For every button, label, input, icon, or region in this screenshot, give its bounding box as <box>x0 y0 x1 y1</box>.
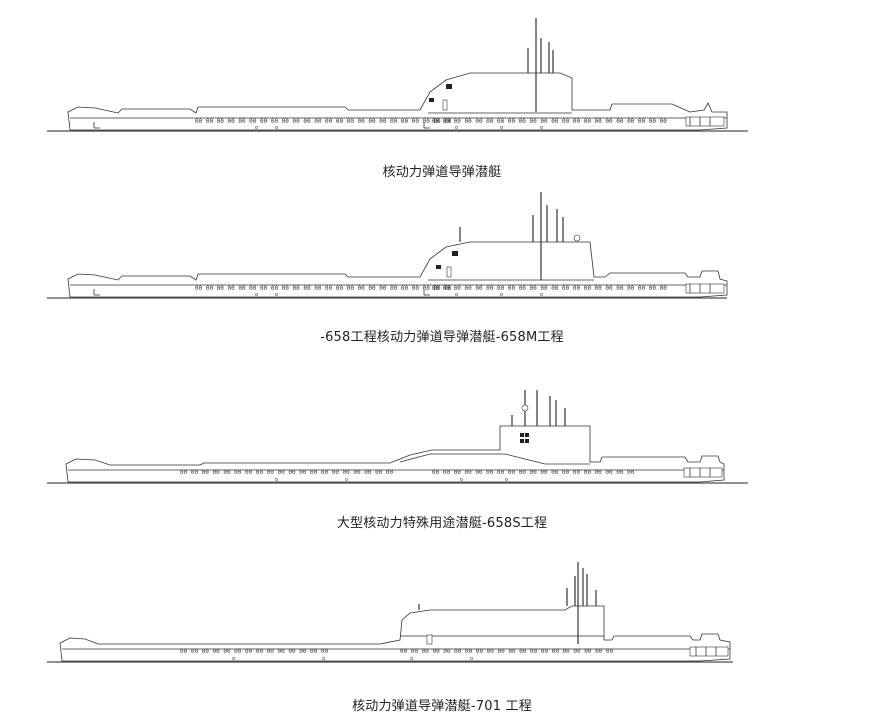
svg-text:o: o <box>505 477 508 483</box>
panel-701: 00 00 00 00 00 00 00 00 00 00 00 00 00 0… <box>0 540 884 717</box>
svg-text:o: o <box>275 292 278 298</box>
svg-text:o: o <box>470 656 473 662</box>
svg-text:o: o <box>275 477 278 483</box>
svg-text:o: o <box>275 125 278 131</box>
svg-text:o: o <box>500 125 503 131</box>
svg-text:o: o <box>255 125 258 131</box>
svg-text:00 00 00 00 00 00 00 00 00 00: 00 00 00 00 00 00 00 00 00 00 00 00 00 0… <box>400 648 614 655</box>
svg-text:00 00 00 00 00 00 00 00 00 00: 00 00 00 00 00 00 00 00 00 00 00 00 00 0… <box>195 285 452 292</box>
svg-text:00 00 00 00 00 00 00 00 00 00: 00 00 00 00 00 00 00 00 00 00 00 00 00 0… <box>432 118 667 125</box>
panel-658: 00 00 00 00 00 00 00 00 00 00 00 00 00 0… <box>0 0 884 185</box>
svg-text:00 00 00 00 00 00 00 00 00 00: 00 00 00 00 00 00 00 00 00 00 00 00 00 0… <box>432 285 667 292</box>
svg-text:00 00 00 00 00 00 00 00 00 00: 00 00 00 00 00 00 00 00 00 00 00 00 00 0… <box>180 469 394 476</box>
svg-text:o: o <box>322 656 325 662</box>
svg-text:o: o <box>345 477 348 483</box>
svg-text:o: o <box>540 292 543 298</box>
caption-658m: -658工程核动力弹道导弹潜艇-658M工程 <box>320 330 564 345</box>
submarine-drawing-658s: 00 00 00 00 00 00 00 00 00 00 00 00 00 0… <box>47 390 748 484</box>
svg-text:o: o <box>255 292 258 298</box>
svg-text:o: o <box>460 477 463 483</box>
svg-text:o: o <box>410 656 413 662</box>
caption-701: 核动力弹道导弹潜艇-701 工程 <box>352 699 532 714</box>
svg-text:o: o <box>455 292 458 298</box>
panel-658s: 00 00 00 00 00 00 00 00 00 00 00 00 00 0… <box>0 360 884 535</box>
submarine-drawing-658m: 00 00 00 00 00 00 00 00 00 00 00 00 00 0… <box>47 192 728 299</box>
submarine-drawing-701: 00 00 00 00 00 00 00 00 00 00 00 00 00 0… <box>47 562 733 663</box>
caption-658: 核动力弹道导弹潜艇 <box>382 165 502 180</box>
svg-text:o: o <box>455 125 458 131</box>
svg-text:00 00 00 00 00 00 00 00 00 00: 00 00 00 00 00 00 00 00 00 00 00 00 00 0… <box>180 648 328 655</box>
svg-text:o: o <box>500 292 503 298</box>
svg-text:00 00 00 00 00 00 00 00 00 00: 00 00 00 00 00 00 00 00 00 00 00 00 00 0… <box>432 469 635 476</box>
svg-text:00 00 00 00 00 00 00 00 00 00: 00 00 00 00 00 00 00 00 00 00 00 00 00 0… <box>195 118 452 125</box>
submarine-drawing-658: 00 00 00 00 00 00 00 00 00 00 00 00 00 0… <box>47 18 748 132</box>
panel-658m: 00 00 00 00 00 00 00 00 00 00 00 00 00 0… <box>0 185 884 360</box>
svg-text:o: o <box>540 125 543 131</box>
svg-text:o: o <box>232 656 235 662</box>
caption-658s: 大型核动力特殊用途潜艇-658S工程 <box>336 516 548 531</box>
